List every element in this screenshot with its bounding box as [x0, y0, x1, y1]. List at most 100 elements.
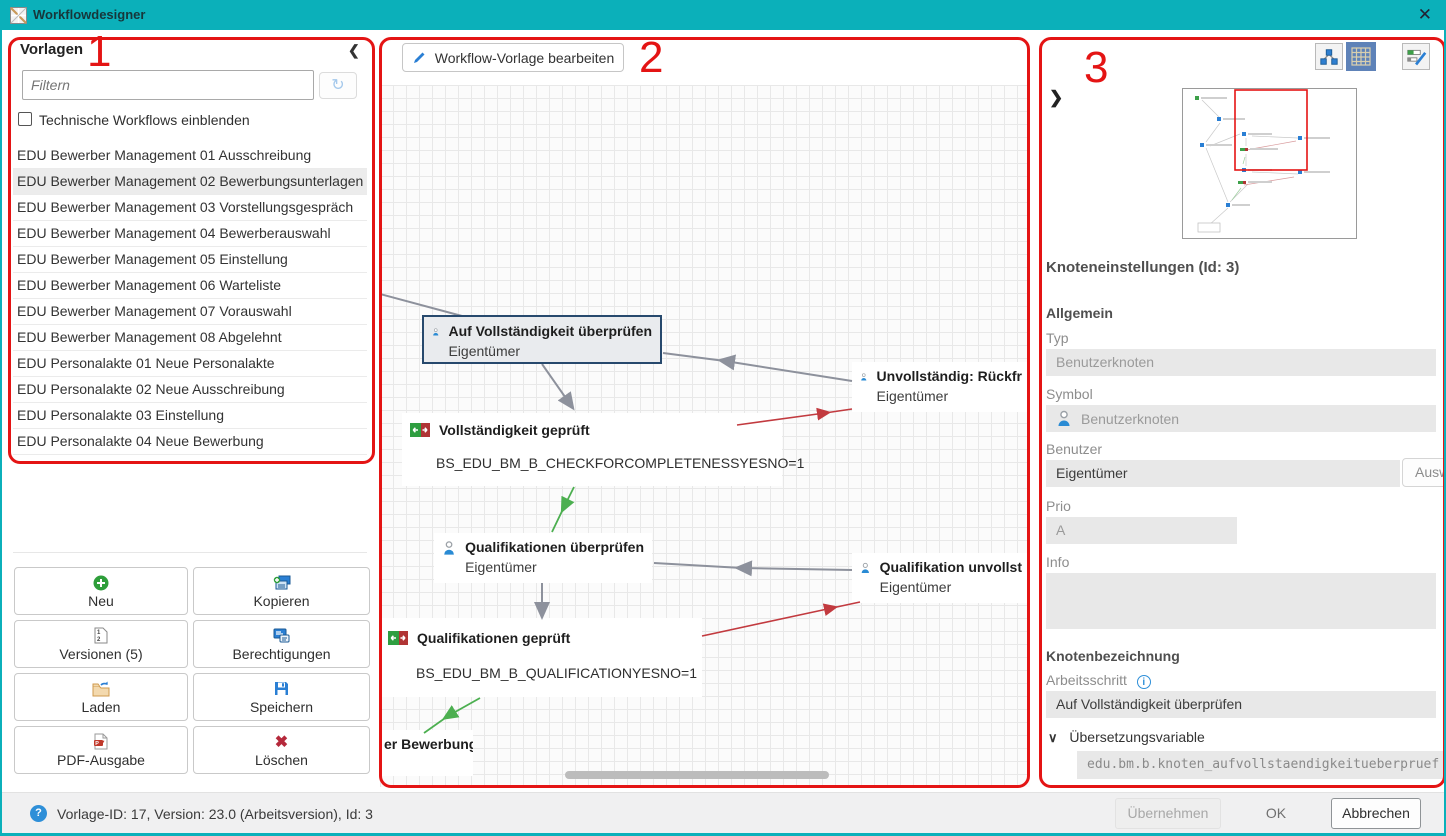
- refresh-icon: ↻: [331, 77, 345, 94]
- node-title: Qualifikationen geprüft: [417, 630, 571, 646]
- node-completeness-checked[interactable]: Vollständigkeit geprüft BS_EDU_BM_B_CHEC…: [402, 413, 805, 486]
- refresh-button[interactable]: ↻: [319, 72, 357, 99]
- condition-icon: [410, 423, 430, 437]
- prio-field[interactable]: A: [1046, 517, 1237, 544]
- technical-workflows-checkbox[interactable]: [18, 112, 32, 126]
- list-item[interactable]: EDU Bewerber Management 07 Vorauswahl: [13, 299, 367, 325]
- node-incomplete-query[interactable]: Unvollständig: Rückfr Eigentümer: [852, 362, 1030, 412]
- node-settings-header: Knoteneinstellungen (Id: 3): [1046, 259, 1240, 276]
- workflow-canvas[interactable]: Workflow-Vorlage bearbeiten Auf Vollstän…: [380, 38, 1030, 787]
- user-node-icon: [861, 373, 867, 381]
- benutzer-auswaehlen-button[interactable]: Ausw: [1402, 458, 1444, 487]
- edit-workflow-template-button[interactable]: Workflow-Vorlage bearbeiten: [402, 43, 624, 72]
- load-button[interactable]: Laden: [14, 673, 188, 721]
- save-button[interactable]: Speichern: [193, 673, 370, 721]
- node-check-qualifications[interactable]: Qualifikationen überprüfen Eigentümer: [434, 533, 652, 583]
- expand-panel-icon[interactable]: ❯: [1049, 88, 1064, 107]
- arbeitsschritt-label: Arbeitsschritt i: [1046, 672, 1151, 689]
- permissions-button[interactable]: Berechtigungen: [193, 620, 370, 668]
- node-condition: BS_EDU_BM_B_CHECKFORCOMPLETENESSYESNO=1: [436, 455, 805, 471]
- node-subtitle: Eigentümer: [465, 559, 537, 575]
- grid-view-icon: [1351, 47, 1371, 66]
- tree-view-button[interactable]: [1315, 43, 1343, 70]
- typ-label: Typ: [1046, 330, 1069, 346]
- node-title: Unvollständig: Rückfr: [876, 368, 1022, 384]
- grid-view-button[interactable]: [1346, 42, 1376, 71]
- properties-panel: ❯: [1040, 38, 1444, 787]
- list-item[interactable]: EDU Bewerber Management 08 Abgelehnt: [13, 325, 367, 351]
- status-bar: ? Vorlage-ID: 17, Version: 23.0 (Arbeits…: [2, 792, 1444, 833]
- close-icon[interactable]: ✕: [1417, 5, 1432, 24]
- node-title: Qualifikationen überprüfen: [465, 539, 644, 555]
- canvas-toolbar: Workflow-Vorlage bearbeiten: [380, 38, 1030, 85]
- symbol-field[interactable]: Benutzerknoten: [1046, 405, 1436, 432]
- info-icon[interactable]: i: [1136, 675, 1151, 689]
- user-node-icon: [1058, 410, 1070, 426]
- list-item[interactable]: EDU Personalakte 03 Einstellung: [13, 403, 367, 429]
- window-border: [2, 833, 1444, 836]
- list-item[interactable]: EDU Personalakte 01 Neue Personalakte: [13, 351, 367, 377]
- list-item[interactable]: EDU Bewerber Management 01 Ausschreibung: [13, 143, 367, 169]
- filter-input[interactable]: [22, 70, 314, 100]
- list-item[interactable]: EDU Bewerber Management 06 Warteliste: [13, 273, 367, 299]
- svg-text:P: P: [95, 741, 99, 747]
- info-textarea[interactable]: [1046, 573, 1436, 629]
- minimap[interactable]: [1182, 88, 1357, 239]
- info-label: Info: [1046, 554, 1070, 570]
- chevron-down-icon: ∨: [1048, 730, 1058, 745]
- prio-label: Prio: [1046, 498, 1071, 514]
- user-node-icon: [444, 541, 454, 555]
- pencil-icon: [413, 52, 425, 63]
- uebersetzungsvariable-field[interactable]: edu.bm.b.knoten_aufvollstaendigkeitueber…: [1077, 751, 1444, 779]
- uebersetzungsvariable-toggle[interactable]: ∨ Übersetzungsvariable: [1048, 729, 1205, 745]
- node-check-completeness[interactable]: Auf Vollständigkeit überprüfen Eigentüme…: [422, 315, 662, 364]
- app-icon: [10, 7, 27, 24]
- svg-text:2: 2: [97, 637, 101, 643]
- title-bar: Workflowdesigner ✕: [2, 0, 1444, 30]
- list-item[interactable]: EDU Bewerber Management 04 Bewerberauswa…: [13, 221, 367, 247]
- form-edit-icon: [1406, 49, 1426, 65]
- abbrechen-button[interactable]: Abbrechen: [1331, 798, 1421, 829]
- user-node-icon: [433, 328, 439, 336]
- list-item[interactable]: EDU Personalakte 02 Neue Ausschreibung: [13, 377, 367, 403]
- window-title: Workflowdesigner: [33, 7, 146, 22]
- section-knotenbezeichnung: Knotenbezeichnung: [1046, 648, 1180, 664]
- horizontal-scrollbar[interactable]: [565, 771, 829, 779]
- list-item[interactable]: EDU Personalakte 04 Neue Bewerbung: [13, 429, 367, 455]
- node-title: Vollständigkeit geprüft: [439, 422, 590, 438]
- node-qualifications-checked[interactable]: Qualifikationen geprüft BS_EDU_BM_B_QUAL…: [380, 618, 702, 697]
- form-edit-button[interactable]: [1402, 43, 1430, 70]
- symbol-label: Symbol: [1046, 386, 1093, 402]
- benutzer-field[interactable]: Eigentümer: [1046, 460, 1400, 487]
- arbeitsschritt-field[interactable]: Auf Vollständigkeit überprüfen: [1046, 691, 1436, 718]
- pdf-output-button[interactable]: P PDF-Ausgabe: [14, 726, 188, 774]
- templates-panel-title: Vorlagen: [20, 41, 84, 58]
- save-icon: [274, 680, 289, 698]
- technical-workflows-label: Technische Workflows einblenden: [39, 112, 250, 128]
- list-item[interactable]: EDU Bewerber Management 05 Einstellung: [13, 247, 367, 273]
- svg-text:1: 1: [97, 630, 101, 636]
- node-qualification-incomplete[interactable]: Qualifikation unvollst Eigentümer: [852, 553, 1030, 603]
- node-title: er Bewerbung: [384, 736, 473, 752]
- node-subtitle: Eigentümer: [876, 388, 949, 404]
- help-icon[interactable]: ?: [30, 805, 47, 822]
- minimap-viewport[interactable]: [1234, 89, 1308, 171]
- benutzer-label: Benutzer: [1046, 441, 1103, 457]
- new-button[interactable]: Neu: [14, 567, 188, 615]
- collapse-panel-icon[interactable]: ❮: [348, 42, 360, 58]
- list-item-selected[interactable]: EDU Bewerber Management 02 Bewerbungsunt…: [13, 169, 367, 195]
- list-item[interactable]: EDU Bewerber Management 03 Vorstellungsg…: [13, 195, 367, 221]
- uebernehmen-button[interactable]: Übernehmen: [1115, 798, 1221, 829]
- template-list: EDU Bewerber Management 01 Ausschreibung…: [13, 143, 367, 455]
- user-node-icon: [861, 562, 869, 573]
- permissions-icon: [273, 627, 290, 645]
- ok-button[interactable]: OK: [1265, 805, 1287, 821]
- node-bewerbung-partial[interactable]: er Bewerbung: [380, 730, 473, 776]
- tree-view-icon: [1320, 48, 1338, 65]
- condition-icon: [388, 631, 408, 645]
- delete-button[interactable]: ✖ Löschen: [193, 726, 370, 774]
- copy-button[interactable]: Kopieren: [193, 567, 370, 615]
